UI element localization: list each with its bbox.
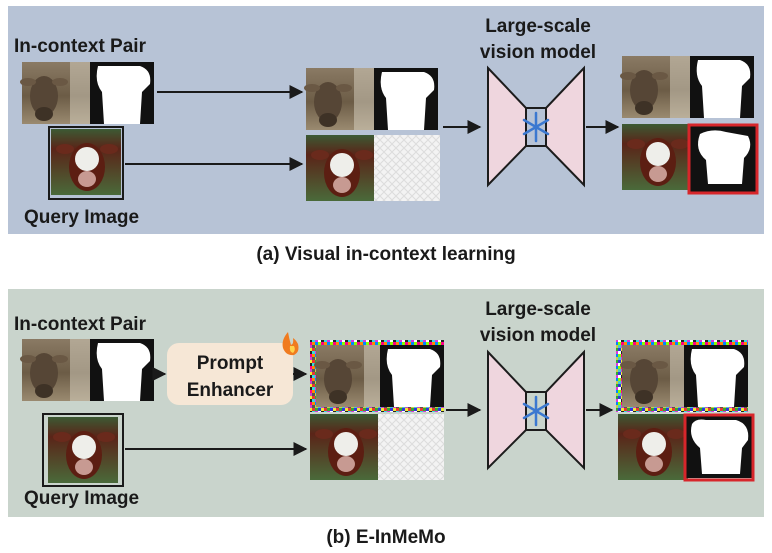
panel-b-query-frame bbox=[42, 413, 124, 487]
panel-a-query-label: Query Image bbox=[24, 207, 139, 228]
panel-a-prompt-grid bbox=[304, 68, 440, 201]
panel-b-in-context-label: In-context Pair bbox=[14, 314, 147, 335]
snowflake-icon bbox=[522, 395, 550, 427]
panel-a-query-frame bbox=[48, 126, 124, 200]
prompt-enhancer-label-2: Enhancer bbox=[187, 380, 274, 401]
panel-b-model-label-1: Large-scale bbox=[485, 299, 591, 320]
panel-b-output-grid bbox=[616, 340, 755, 482]
prompt-enhancer-box bbox=[167, 343, 293, 405]
panel-b-context-mask bbox=[90, 339, 154, 401]
panel-a-query-image bbox=[51, 129, 121, 195]
panel-b-prediction-highlight bbox=[683, 413, 755, 482]
panel-b-query-label: Query Image bbox=[24, 488, 139, 509]
panel-a-prediction-highlight bbox=[687, 123, 759, 195]
panel-b-model-label-2: vision model bbox=[480, 325, 596, 346]
panel-b-caption: (b) E-InMeMo bbox=[326, 527, 445, 548]
panel-b-context-image bbox=[20, 339, 90, 401]
panel-a-caption: (a) Visual in-context learning bbox=[256, 244, 515, 265]
panel-b-prompt-grid bbox=[310, 340, 444, 480]
flame-icon bbox=[282, 332, 299, 356]
snowflake-icon bbox=[522, 111, 550, 143]
panel-a-context-image bbox=[20, 62, 90, 124]
panel-a-context-mask bbox=[90, 62, 154, 124]
panel-a-in-context-label: In-context Pair bbox=[14, 36, 147, 57]
panel-a-output-grid bbox=[620, 56, 759, 195]
panel-a-model-label-2: vision model bbox=[480, 42, 596, 63]
prompt-enhancer-label-1: Prompt bbox=[197, 353, 264, 374]
panel-b-query-image bbox=[48, 417, 118, 483]
panel-a-model-label-1: Large-scale bbox=[485, 16, 591, 37]
